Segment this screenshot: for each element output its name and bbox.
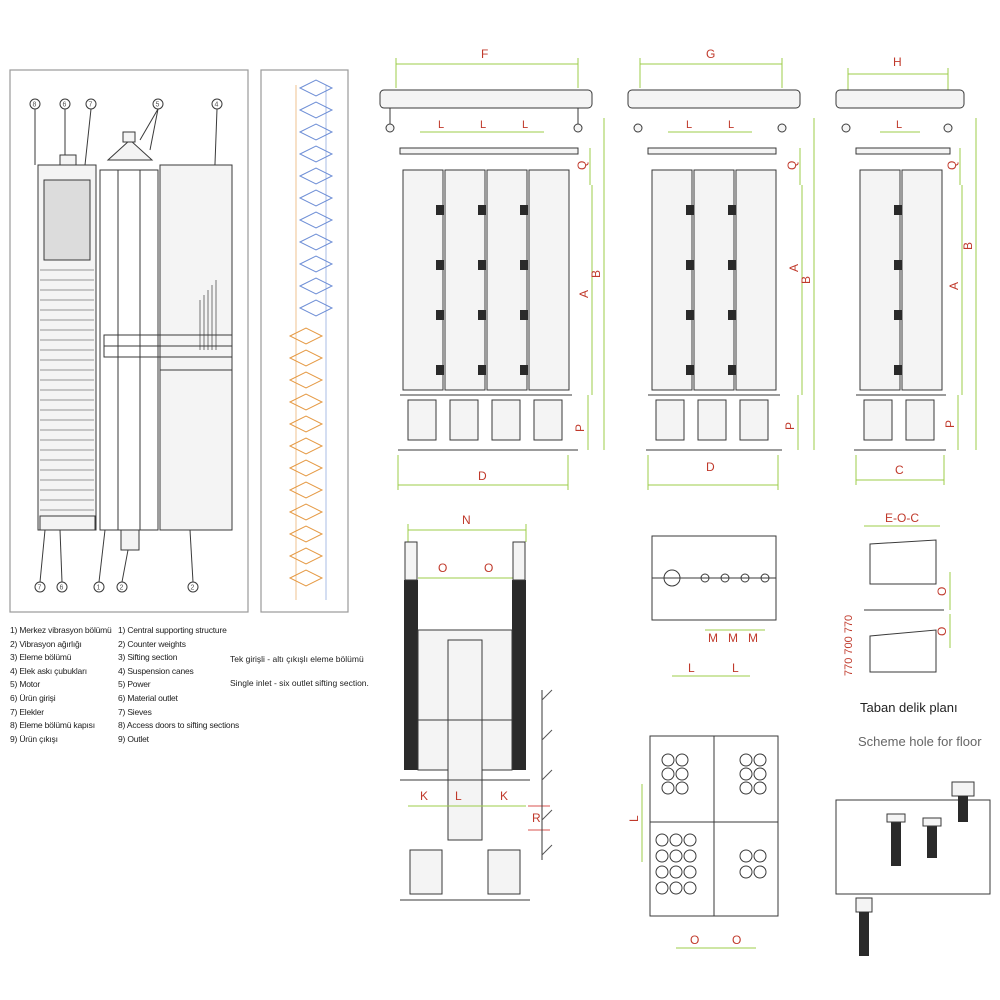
- legend-tr-6: 6) Ürün girişi: [10, 692, 56, 703]
- floor-plan-title-tr: Taban delik planı: [860, 700, 958, 715]
- dim-L-3: L: [522, 119, 528, 131]
- callouts-bottom: 7 6 1 2 2: [34, 529, 199, 593]
- dim-A-1: A: [577, 290, 591, 298]
- legend-en-3: 3) Sifting section: [118, 652, 178, 663]
- legend-turkish: 1) Merkez vibrasyon bölümü 2) Vibrasyon …: [10, 624, 120, 746]
- legend-tr-9: 9) Ürün çıkışı: [10, 733, 58, 744]
- dim-P-2: P: [783, 422, 797, 430]
- legend-tr-5: 5) Motor: [10, 679, 41, 690]
- sifting-note-tr: Tek girişli - altı çıkışlı eleme bölümü: [230, 654, 364, 664]
- callout-top-1: 8: [33, 102, 37, 109]
- dim-L-8: L: [688, 661, 695, 675]
- floor-plan-title-en: Scheme hole for floor: [858, 734, 982, 749]
- sifting-note-en: Single inlet - six outlet sifting sectio…: [230, 678, 369, 688]
- exploded-view-frame: [260, 69, 349, 613]
- floor-cross-section: [835, 781, 991, 956]
- legend-en-2: 2) Counter weights: [118, 638, 186, 649]
- legend-tr-1: 1) Merkez vibrasyon bölümü: [10, 625, 112, 635]
- legend-en-1: 1) Central supporting structure: [118, 625, 227, 635]
- side-section-frame: [9, 69, 249, 613]
- legend-en-6: 6) Material outlet: [118, 692, 178, 703]
- floor-hole-plan: L O O: [627, 735, 779, 949]
- dim-O-6: O: [935, 627, 949, 636]
- elevation-four-sections: F L L L Q A B P D: [379, 47, 605, 490]
- dim-O-2: O: [484, 561, 493, 575]
- dim-H-label: H: [893, 55, 902, 69]
- dim-L-10: L: [627, 815, 641, 822]
- legend-en-8: 8) Access doors to sifting sections: [118, 720, 240, 731]
- legend-tr-7: 7) Elekler: [10, 706, 44, 717]
- elevation-three-sections: G L L Q A B P D: [627, 47, 815, 490]
- callout-bottom-5: 2: [191, 585, 195, 592]
- side-section-view: 8 6 7 5 4: [29, 98, 233, 593]
- legend-tr-8: 8) Eleme bölümü kapısı: [10, 720, 95, 731]
- callout-top-3: 7: [89, 102, 93, 109]
- dim-rot-label: 770 700 770: [843, 615, 855, 676]
- dim-D-2: D: [706, 460, 715, 474]
- dim-A-2: A: [787, 264, 801, 272]
- dim-L-4: L: [686, 119, 692, 131]
- sieve-slats: [40, 269, 94, 511]
- dim-L-7: L: [455, 789, 462, 803]
- dim-P-3: P: [943, 420, 957, 428]
- dim-C-label: C: [895, 463, 904, 477]
- callout-bottom-4: 2: [120, 585, 124, 592]
- dim-L-1: L: [438, 119, 444, 131]
- legend-en-5: 5) Power: [118, 679, 151, 690]
- dim-K-2: K: [500, 789, 508, 803]
- legend-tr-4: 4) Elek askı çubukları: [10, 665, 87, 676]
- callout-top-4: 5: [156, 102, 160, 109]
- dim-M-2: M: [728, 631, 738, 645]
- exploded-sieves: [288, 79, 334, 600]
- legend-en-4: 4) Suspension canes: [118, 665, 194, 676]
- dim-L-9: L: [732, 661, 739, 675]
- callout-top-2: 6: [63, 102, 67, 109]
- legend-tr-2: 2) Vibrasyon ağırlığı: [10, 638, 82, 649]
- callout-bottom-3: 1: [97, 585, 101, 592]
- dim-K-1: K: [420, 789, 428, 803]
- dim-Q-2: Q: [785, 161, 799, 170]
- dim-Q-1: Q: [575, 161, 589, 170]
- dim-G-label: G: [706, 47, 715, 61]
- legend-en-9: 9) Outlet: [118, 733, 149, 744]
- dim-B-2: B: [799, 276, 813, 284]
- dim-O-3: O: [690, 933, 699, 947]
- dim-M-3: M: [748, 631, 758, 645]
- callout-bottom-1: 7: [38, 585, 42, 592]
- legend-english: 1) Central supporting structure 2) Count…: [118, 624, 248, 746]
- callouts-top: 8 6 7 5 4: [29, 98, 223, 301]
- dim-R-label: R: [532, 811, 541, 825]
- dim-O-5: O: [935, 587, 949, 596]
- legend-tr-3: 3) Eleme bölümü: [10, 652, 72, 663]
- dim-B-1: B: [589, 270, 603, 278]
- dim-B-3: B: [961, 242, 975, 250]
- dim-D-1: D: [478, 469, 487, 483]
- dim-P-1: P: [573, 424, 587, 432]
- dim-L-5: L: [728, 119, 734, 131]
- dim-N-label: N: [462, 513, 471, 527]
- eoc-detail: E-O-C 770 700 770 O O: [843, 511, 951, 676]
- dim-EOC-label: E-O-C: [885, 511, 919, 525]
- dim-O-4: O: [732, 933, 741, 947]
- callout-top-5: 4: [215, 102, 219, 109]
- suspension-canes: [199, 280, 217, 350]
- side-elevation: N O O K L K R: [400, 513, 553, 901]
- dim-F-label: F: [481, 47, 488, 61]
- legend-en-7: 7) Sieves: [118, 706, 152, 717]
- inlet-plan: M M M L L: [651, 535, 777, 677]
- elevation-two-sections: H L Q A B P C: [835, 55, 977, 485]
- dim-L-6: L: [896, 119, 902, 131]
- dim-L-2: L: [480, 119, 486, 131]
- dim-Q-3: Q: [945, 161, 959, 170]
- dim-M-1: M: [708, 631, 718, 645]
- dim-O-1: O: [438, 561, 447, 575]
- dim-A-3: A: [947, 282, 961, 290]
- callout-bottom-2: 6: [60, 585, 64, 592]
